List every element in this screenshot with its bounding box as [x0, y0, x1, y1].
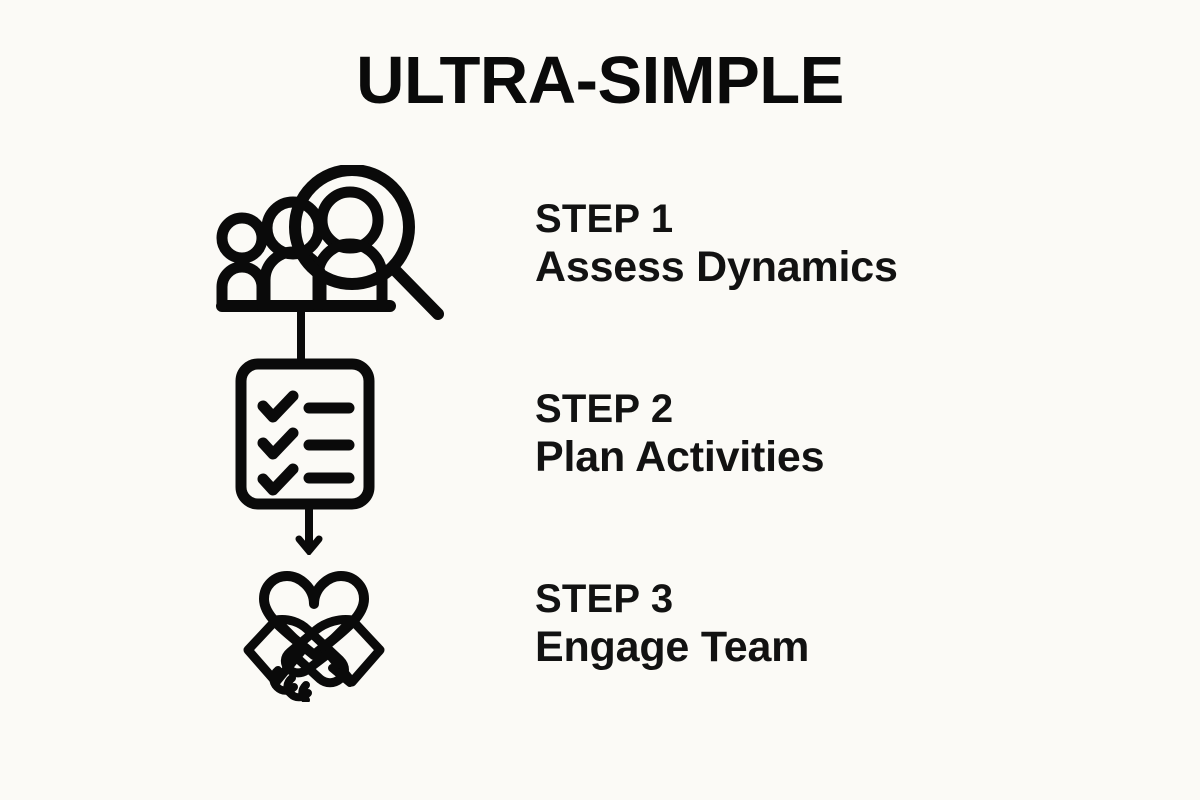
- icon-column: [190, 160, 460, 740]
- handshake-heart-icon-svg: [243, 571, 385, 702]
- people-magnifier-icon: [200, 165, 450, 325]
- checklist-icon: [235, 358, 375, 510]
- step-item-2: STEP 2 Plan Activities: [535, 387, 1155, 484]
- people-magnifier-icon-svg: [216, 165, 444, 320]
- handshake-heart-icon: [204, 542, 424, 702]
- page-title: ULTRA-SIMPLE: [356, 43, 844, 118]
- step-item-1: STEP 1 Assess Dynamics: [535, 197, 1155, 294]
- connector-line-step1-step2: [294, 300, 308, 362]
- step-2-title: Plan Activities: [535, 433, 825, 482]
- step-3-title: Engage Team: [535, 623, 810, 672]
- step-3-label: STEP 3: [535, 577, 674, 621]
- step-1-title: Assess Dynamics: [535, 243, 898, 292]
- step-item-3: STEP 3 Engage Team: [535, 577, 1155, 674]
- step-2-label: STEP 2: [535, 387, 674, 431]
- connector-line-icon: [297, 300, 305, 362]
- arrow-down-icon: [295, 505, 323, 555]
- checklist-icon-svg: [235, 358, 375, 510]
- step-1-label: STEP 1: [535, 197, 674, 241]
- connector-arrow-step2-step3: [294, 505, 324, 555]
